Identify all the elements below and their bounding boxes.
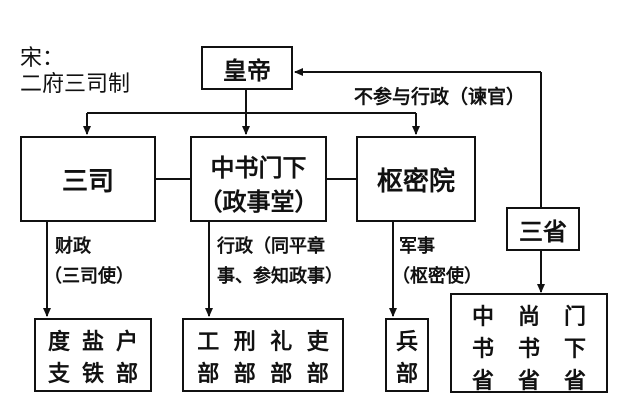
sansheng-box: 三省: [506, 207, 580, 251]
zhongshu-menxia-box: 中书门下 （政事堂）: [190, 136, 327, 222]
admin-label: 行政（同平章: [217, 236, 325, 257]
dept-char: 省: [471, 369, 494, 394]
six-ministries-box: 工 刑 礼 吏 部 部 部 部: [182, 318, 344, 392]
emperor-label: 皇帝: [223, 56, 271, 85]
shumiyuan-box: 枢密院: [356, 136, 476, 222]
sansheng-note-label: 不参与行政（谏官）: [354, 86, 526, 108]
shumiyuan-label: 枢密院: [376, 166, 455, 197]
admin-officials-label: 事、参知政事）: [217, 266, 343, 287]
zhongshu-menxia-label: 中书门下: [210, 154, 307, 182]
dept-char: 部: [306, 362, 329, 387]
sansi-box: 三司: [20, 136, 156, 222]
dept-char: 刑: [233, 330, 256, 355]
dept-char: 下: [563, 337, 586, 362]
dept-char: 工: [197, 330, 220, 355]
dept-char: 书: [517, 337, 540, 362]
dept-char: 部: [395, 362, 418, 387]
dept-char: 中: [471, 305, 494, 330]
diagram-title-line1: 宋：: [20, 46, 65, 71]
finance-label: 财政: [55, 236, 91, 257]
dept-char: 礼: [270, 330, 293, 355]
zhengshitang-label: （政事堂）: [198, 188, 319, 216]
dept-char: 铁: [81, 362, 104, 387]
sansi-departments-box: 度 盐 户 支 铁 部: [34, 318, 152, 392]
diagram-title-line2: 二府三司制: [20, 72, 131, 97]
dept-char: 省: [563, 369, 586, 394]
sansi-label: 三司: [61, 166, 114, 197]
dept-char: 书: [471, 337, 494, 362]
dept-char: 部: [270, 362, 293, 387]
dept-char: 支: [47, 362, 70, 387]
dept-char: 兵: [395, 330, 418, 355]
bingbu-box: 兵 部: [385, 318, 429, 392]
three-departments-box: 中 尚 门 书 书 下 省 省 省: [450, 293, 608, 394]
dept-char: 吏: [306, 330, 329, 355]
sansi-shi-label: （三司使）: [44, 266, 134, 287]
shumi-shi-label: （枢密使）: [392, 266, 482, 287]
dept-char: 度: [47, 330, 70, 355]
dept-char: 尚: [517, 305, 540, 330]
dept-char: 部: [233, 362, 256, 387]
emperor-box: 皇帝: [201, 46, 293, 90]
dept-char: 省: [517, 369, 540, 394]
dept-char: 户: [115, 330, 138, 355]
dept-char: 盐: [81, 330, 104, 355]
dept-char: 部: [197, 362, 220, 387]
sansheng-label: 三省: [519, 217, 567, 246]
dept-char: 部: [115, 362, 138, 387]
dept-char: 门: [563, 305, 586, 330]
military-label: 军事: [399, 236, 435, 257]
